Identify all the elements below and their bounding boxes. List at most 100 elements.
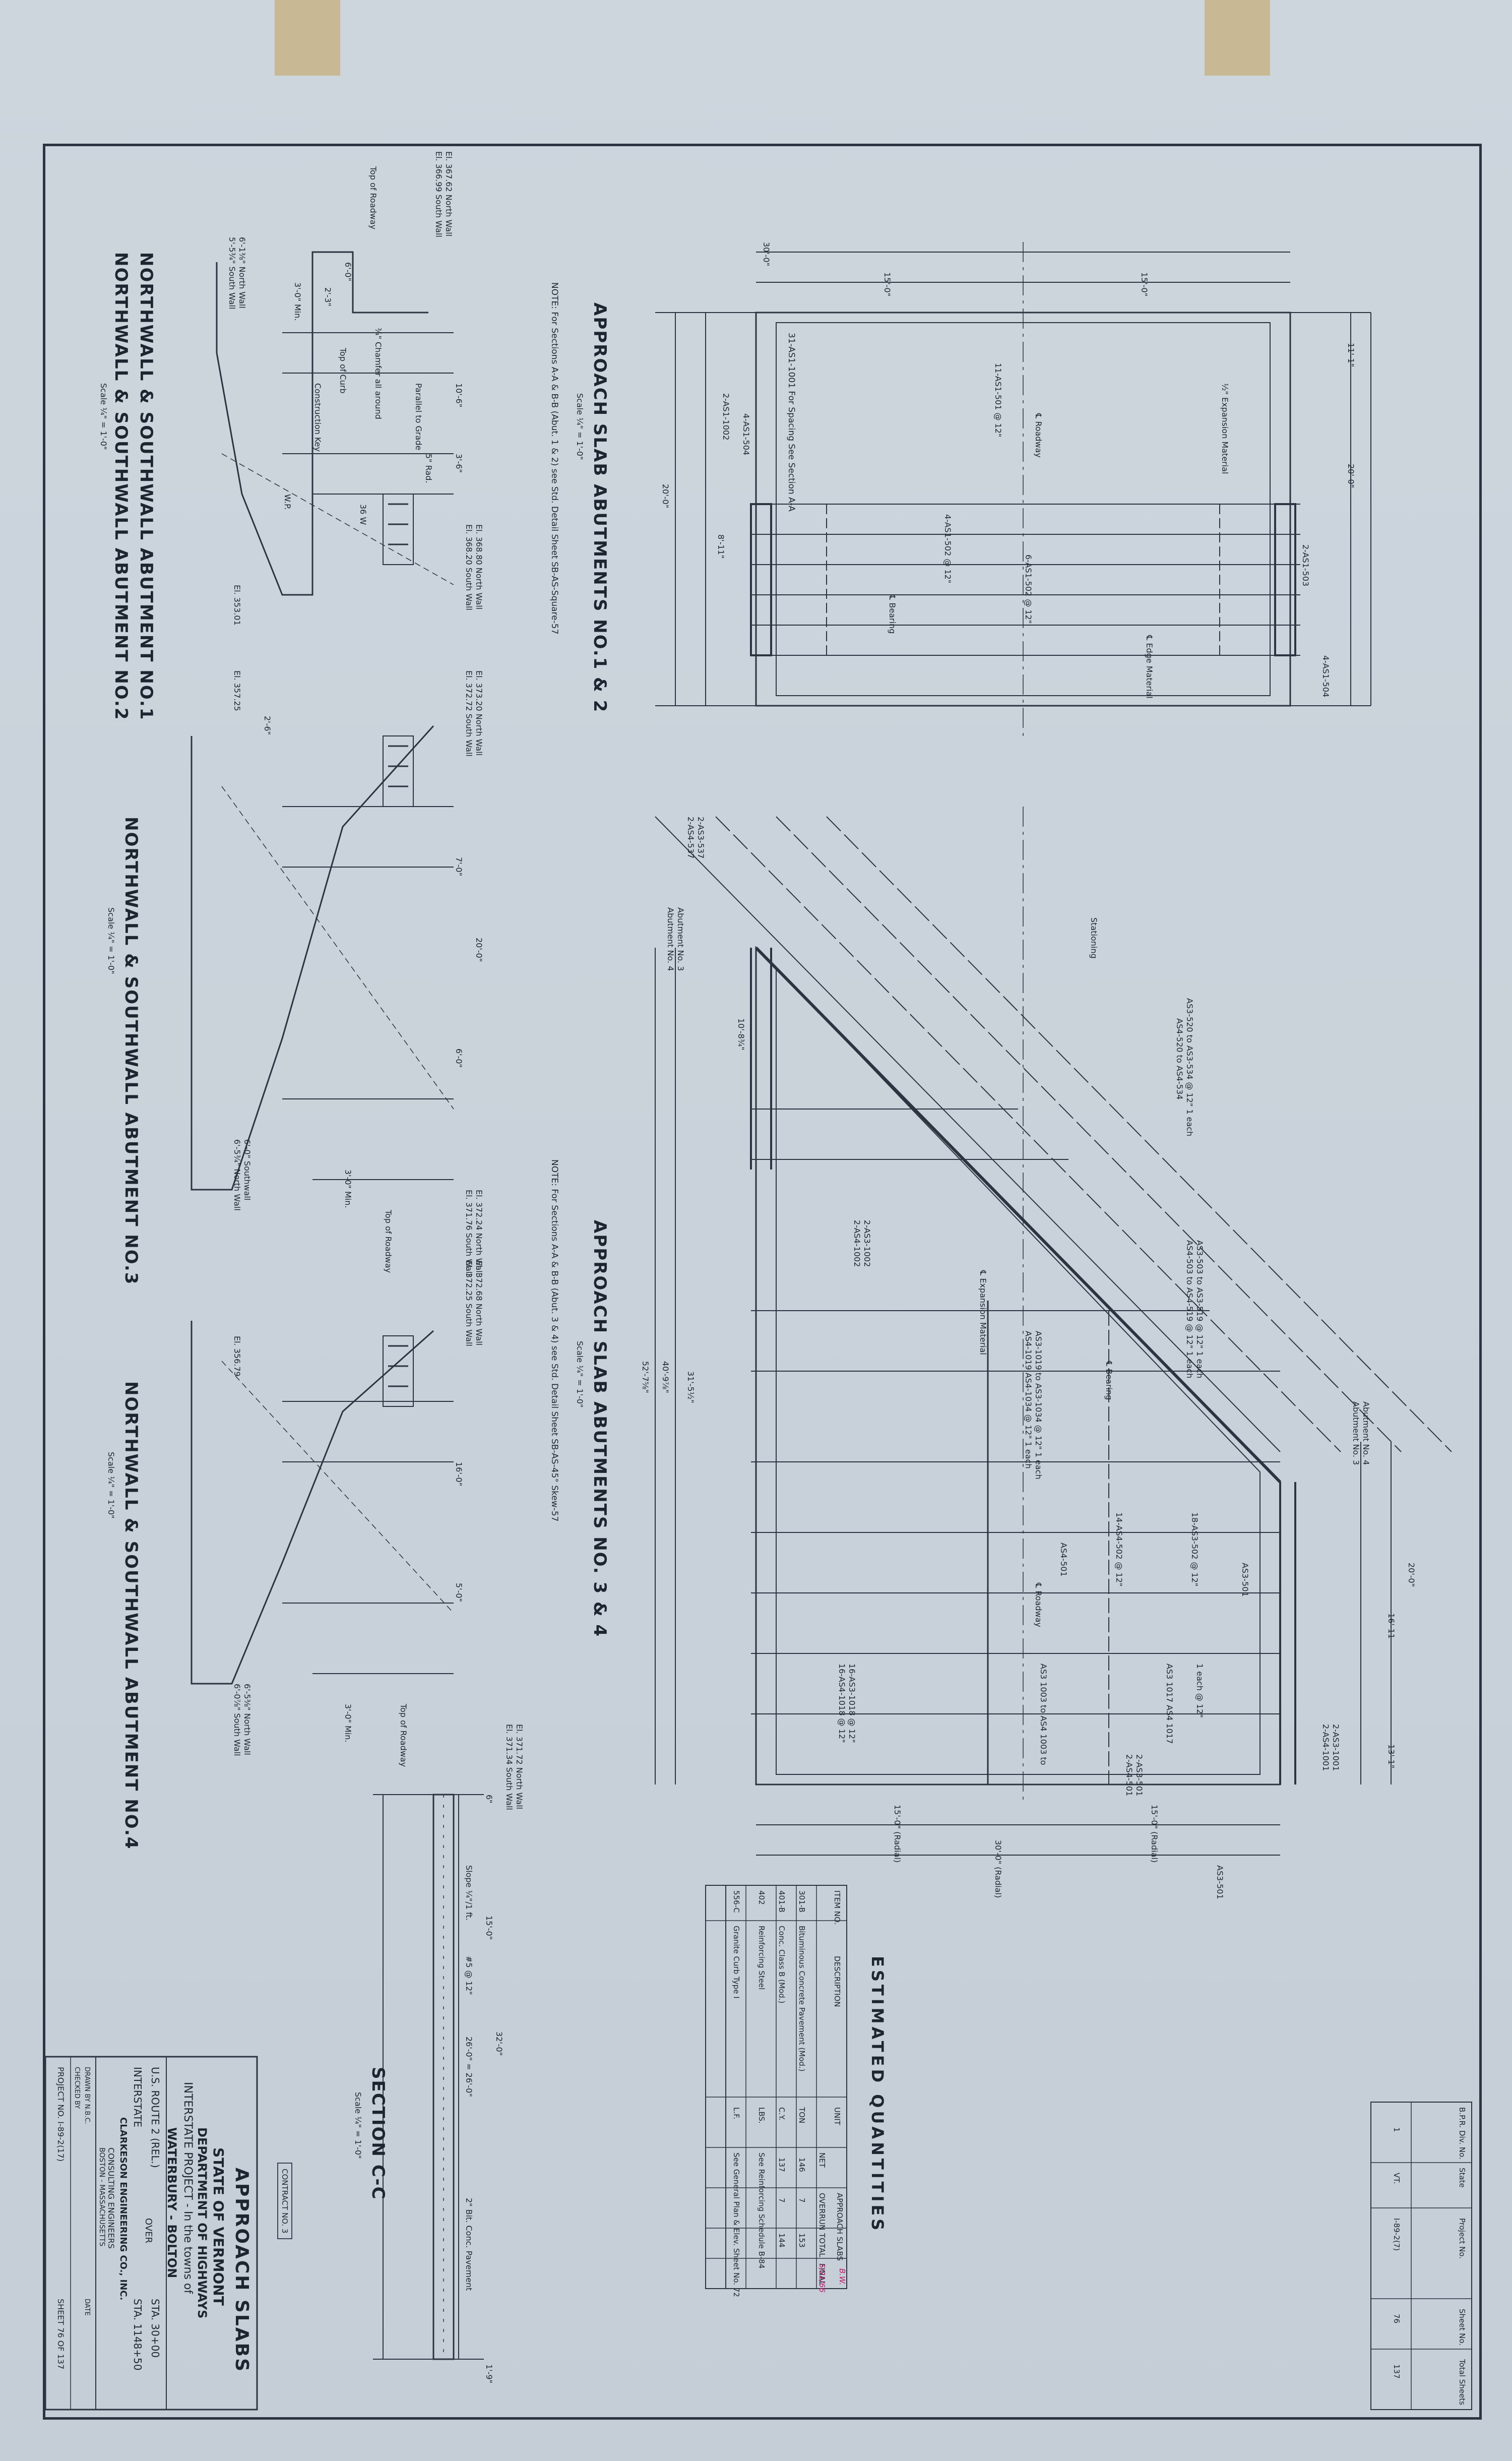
dim-skew-bottom-0: 15'-0" (Radial) <box>893 1805 902 1863</box>
qrow-2-net: See Reinforcing Schedule B-84 <box>757 2152 766 2269</box>
quantities-group: APPROACH SLABS <box>835 2193 844 2261</box>
label-top-10: ℄ Edge Material <box>1145 635 1154 699</box>
label-skew-31: ℄ Expansion Material <box>978 1270 988 1355</box>
note-slab-34: NOTE: For Sections A-A & B-B (Abut. 3 & … <box>549 1159 559 1522</box>
label-skew-11: 2-AS4-1002 <box>852 1220 862 1267</box>
qcol-net: NET <box>817 2152 827 2168</box>
cc-label-6: 6" <box>484 1795 494 1804</box>
w1-note-2: Top of Roadway <box>368 166 378 230</box>
w4-note-1: El. 372.68 North Wall <box>474 1260 484 1346</box>
dim-skew-right-0: 20'-0" <box>1407 1563 1416 1587</box>
tb-drawn: DRAWN BY N.B.C. <box>83 2067 91 2124</box>
wall-12-outline <box>216 251 428 596</box>
w3-note-7: 6'-0" Southwall <box>242 1139 252 1201</box>
qrow-1-desc: Conc. Class B (Mod.) <box>777 1926 786 2004</box>
label-skew-1: 2-AS4-537 <box>686 817 696 859</box>
dim-skew-left-0: 52'-7⅝" <box>641 1361 650 1393</box>
w4-note-6: 6'-0⅞" South Wall <box>232 1684 242 1756</box>
label-skew-23: AS4-501 <box>1059 1543 1068 1577</box>
w3-note-1: 2'-6" <box>263 716 272 735</box>
label-top-1: 4-AS1-504 <box>741 413 751 456</box>
tb-interstate: INTERSTATE <box>132 2067 144 2127</box>
dim-half-right: 15'-0" <box>1140 272 1149 297</box>
dim-20-left: 20'-0" <box>661 484 670 509</box>
qrow-0-net: 146 <box>797 2158 806 2172</box>
qrow-3-desc: Granite Curb Type I <box>732 1926 741 1999</box>
sheetbox-v-total: 137 <box>1392 2364 1401 2379</box>
label-top-6: 11-AS1-501 @ 12" <box>993 363 1003 438</box>
label-top-7: 6-AS1-502 @ 12" <box>1024 555 1033 624</box>
heading-slab-34: APPROACH SLAB ABUTMENTS NO. 3 & 4 <box>590 1220 610 1638</box>
qrow-1-unit: C.Y. <box>777 2107 786 2121</box>
dim-20-right: 20'-0" <box>1346 464 1356 488</box>
w3-note-9: 3'-0" Min. <box>343 1170 353 1208</box>
tb-state: STATE OF VERMONT <box>210 2147 227 2306</box>
qrow-3-unit: L.F. <box>732 2107 741 2120</box>
qrow-1-total: 144 <box>777 2233 786 2248</box>
w1-note-13: 3'-6" <box>454 454 464 473</box>
cc-label-3: 2" Bit. Conc. Pavement <box>464 2198 474 2291</box>
qrow-3-item: 556-C <box>732 1890 741 1913</box>
w3-note-0: El. 357.25 <box>232 670 242 711</box>
w1-note-6: 2'-3" <box>323 287 333 306</box>
w3-note-2: El. 373.20 North Wall <box>474 670 484 756</box>
label-skew-8: AS3-503 to AS3-519 @ 12" 1 each <box>1195 1240 1205 1379</box>
w1-note-4: 5'-5¾" South Wall <box>227 237 237 310</box>
dim-skew-right-1: 16'-11 <box>1387 1613 1396 1639</box>
dim-skew-left-1: 40'-9⅞" <box>661 1361 670 1393</box>
label-skew-14: 16-AS3-1018 @ 12" <box>847 1664 857 1743</box>
qcol-total: TOTAL <box>817 2233 827 2257</box>
cc-label-1: #5 @ 12" <box>464 1956 474 1995</box>
label-skew-17: AS3 1017 AS4 1017 <box>1165 1664 1174 1744</box>
label-skew-9: AS4-503 to AS4-519 @ 12" 1 each <box>1185 1240 1194 1379</box>
sheetbox-v-div: 1 <box>1392 2127 1401 2132</box>
qcol-overrun: OVERRUN <box>817 2193 827 2231</box>
tb-firm2: CONSULTING ENGINEERS <box>106 2147 116 2249</box>
scale-wall-3: Scale ¼" = 1'-0" <box>106 907 116 974</box>
cc-label-0: Slope ¼"/1 ft. <box>464 1865 474 1921</box>
qrow-0-item: 301-B <box>797 1890 806 1913</box>
w4-note-10: Top of Roadway <box>399 1704 408 1767</box>
tb-sta2: STA. 1148+50 <box>132 2299 144 2371</box>
qrow-1-over: 7 <box>777 2198 786 2203</box>
contract-stamp: CONTRACT NO. 3 <box>277 2163 292 2240</box>
w1-note-9: Top of Curb <box>338 348 348 394</box>
label-skew-19: 2-AS3-1001 <box>1331 1724 1341 1771</box>
label-skew-10: 2-AS3-1002 <box>862 1220 872 1267</box>
scale-slab-12: Scale ¼" = 1'-0" <box>575 393 585 460</box>
dim-skew-left-3: 10'-8¾" <box>736 1018 746 1051</box>
wall-3-outline <box>191 725 434 1191</box>
w1-note-8: ¾" Chamfer all around <box>373 328 383 419</box>
w1-note-0: El. 367.62 North Wall <box>444 151 454 237</box>
label-skew-29: ℄ Bearing <box>1104 1361 1114 1400</box>
label-skew-6: AS3-520 to AS3-534 @ 12" 1 each <box>1185 998 1194 1137</box>
w1-note-10: Construction Key <box>313 383 323 452</box>
cc-label-5: 15'-0" <box>484 1916 494 1940</box>
w1-note-15: El. 368.80 North Wall <box>474 524 484 610</box>
w1-note-14: 5" Rad. <box>424 454 433 483</box>
qrow-0-desc: Bituminous Concrete Pavement (Mod.) <box>797 1926 806 2072</box>
scale-slab-34: Scale ¼" = 1'-0" <box>575 1341 585 1408</box>
label-top-0: 2-AS1-1002 <box>721 393 731 441</box>
qcol-item: ITEM NO. <box>833 1890 842 1925</box>
sheetbox-h-proj: Project No. <box>1458 2218 1467 2259</box>
sheetbox-v-state: VT. <box>1392 2173 1401 2184</box>
label-top-8: 4-AS1-502 @ 12" <box>943 514 953 584</box>
w3-note-8: 6'-5¾" North Wall <box>232 1139 242 1211</box>
w4-note-9: El. 371.34 South Wall <box>505 1724 514 1810</box>
tb-title: APPROACH SLABS <box>231 2168 252 2373</box>
w1-note-12: 10'-6" <box>454 383 464 408</box>
w4-note-5: 6'-5⅜" North Wall <box>242 1684 252 1755</box>
label-skew-27: AS3-501 <box>1215 1865 1225 1899</box>
scale-wall-12: Scale ¼" = 1'-0" <box>99 383 108 450</box>
heading-slab-12: APPROACH SLAB ABUTMENTS NO.1 & 2 <box>590 302 610 713</box>
label-skew-21: 18-AS3-502 @ 12" <box>1190 1512 1200 1587</box>
tb-checked: CHECKED BY <box>73 2067 81 2109</box>
dim-skew-bottom-2: 30'-0" (Radial) <box>993 1840 1003 1898</box>
note-slab-12: NOTE: For Sections A-A & B-B (Abut. 1 & … <box>549 282 559 635</box>
qcol-unit: UNIT <box>833 2107 842 2125</box>
w4-note-8: El. 371.72 North Wall <box>515 1724 524 1810</box>
tape-left <box>275 0 340 76</box>
